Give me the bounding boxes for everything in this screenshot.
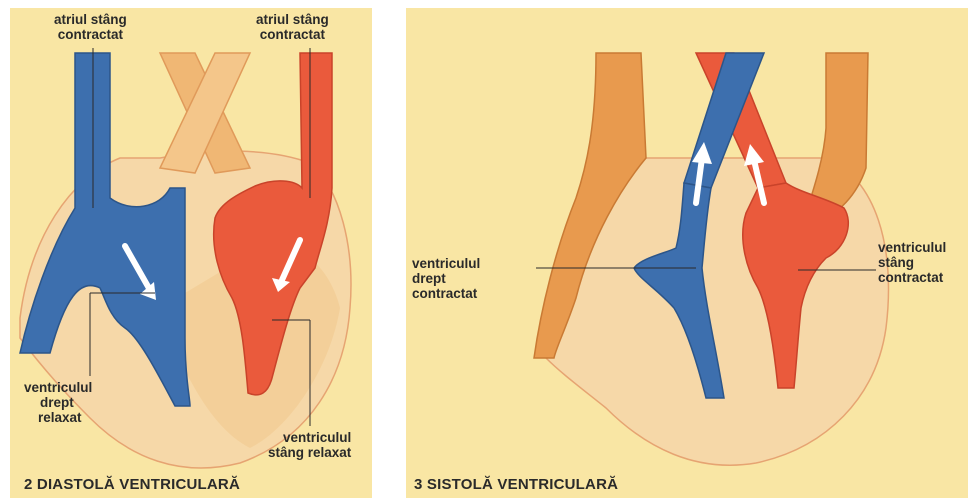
- left-heart-red-blood: [212, 52, 333, 396]
- systole-panel: ventriculul drept contractat ventriculul…: [406, 8, 968, 498]
- right-ventricle-blue-blood: [633, 182, 725, 399]
- left-ventricle-red-blood: [742, 182, 849, 389]
- blood-flow-arrow-blue-icon: [693, 155, 705, 206]
- label-left-atrium-a: atriul stâng contractat: [54, 12, 127, 42]
- blood-flow-arrow-left-icon: [279, 237, 303, 283]
- label-left-atrium-b: atriul stâng contractat: [256, 12, 329, 42]
- diastole-panel: atriul stâng contractat atriul stâng con…: [10, 8, 372, 498]
- label-left-ventricle-relaxed: ventriculul stâng relaxat: [268, 430, 352, 460]
- arrowhead-right-icon: [140, 282, 156, 300]
- pulmonary-trunk-vessel: [158, 52, 252, 174]
- vena-cava-vessel: [533, 52, 647, 359]
- blood-flow-arrow-red-icon: [751, 157, 767, 206]
- arrowhead-red-icon: [744, 144, 764, 166]
- blood-flow-arrow-right-icon: [122, 243, 153, 293]
- label-right-ventricle-contracted: ventriculul drept contractat: [412, 256, 481, 301]
- diastole-caption: 2 DIASTOLĂ VENTRICULARĂ: [24, 476, 240, 493]
- arrowhead-left-icon: [272, 278, 290, 292]
- label-left-ventricle-contracted: ventriculul stâng contractat: [878, 240, 947, 285]
- systole-caption: 3 SISTOLĂ VENTRICULARĂ: [414, 476, 619, 493]
- arrowhead-blue-icon: [692, 142, 712, 164]
- systole-heart-illustration: [533, 52, 890, 466]
- right-heart-blue-blood: [19, 52, 191, 407]
- label-right-ventricle-relaxed: ventriculul drept relaxat: [24, 380, 93, 425]
- diastole-heart-illustration: [19, 48, 352, 469]
